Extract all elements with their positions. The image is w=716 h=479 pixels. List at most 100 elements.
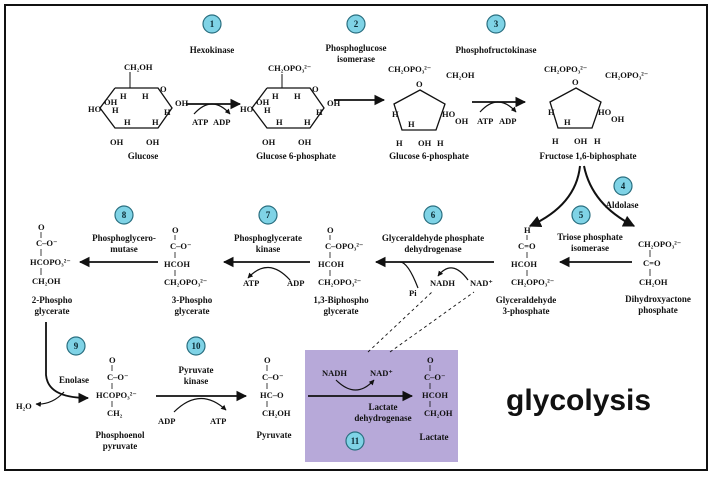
svg-text:C–OPO₃²⁻: C–OPO₃²⁻ — [325, 241, 363, 251]
svg-text:O: O — [572, 77, 579, 87]
label-3pg-1: 3-Phospho — [172, 295, 213, 305]
svg-text:H: H — [524, 225, 531, 235]
enzyme-enolase: Enolase — [59, 375, 89, 385]
svg-text:CH₂OH: CH₂OH — [124, 62, 153, 72]
svg-text:H: H — [408, 119, 415, 129]
svg-text:6: 6 — [431, 210, 436, 220]
svg-text:O: O — [327, 225, 334, 235]
svg-text:8: 8 — [122, 210, 127, 220]
cofactor-adp-3: ADP — [499, 116, 516, 126]
svg-text:CH₂OH: CH₂OH — [446, 70, 475, 80]
lactate-structure: O C–O⁻ HCOH CH₂OH — [422, 355, 453, 418]
pep-structure: O C–O⁻ HCOPO₃²⁻ CH₂ — [96, 355, 137, 418]
arrow-step-9 — [35, 322, 90, 407]
enzyme-pk-2: kinase — [184, 376, 209, 386]
cofactor-pi: Pi — [409, 288, 417, 298]
svg-text:CH₂OH: CH₂OH — [32, 276, 61, 286]
step-badge-10: 10 — [186, 336, 206, 356]
enzyme-pgm-2: mutase — [110, 244, 138, 254]
pyruvate-structure: O C–O⁻ HC–O CH₂OH — [260, 355, 291, 418]
svg-text:CH₂OH: CH₂OH — [639, 277, 668, 287]
svg-text:C–O⁻: C–O⁻ — [36, 238, 58, 248]
svg-text:HCOH: HCOH — [318, 259, 344, 269]
step-badge-7: 7 — [258, 205, 278, 225]
svg-text:CH₂OPO₃²⁻: CH₂OPO₃²⁻ — [268, 63, 311, 73]
step-badge-5: 5 — [571, 205, 591, 225]
label-fructose-16-biphosphate: Fructose 1,6-biphosphate — [539, 151, 636, 161]
svg-text:C=O: C=O — [518, 241, 536, 251]
enzyme-pgk-2: kinase — [256, 244, 281, 254]
label-dhap-1: Dihydroxyactone — [625, 294, 691, 304]
cofactor-atp-10: ATP — [210, 416, 226, 426]
svg-text:O: O — [416, 79, 423, 89]
svg-text:C–O⁻: C–O⁻ — [262, 372, 284, 382]
svg-text:OH: OH — [298, 137, 312, 147]
svg-text:H: H — [437, 138, 444, 148]
label-lactate: Lactate — [420, 432, 449, 442]
svg-text:H: H — [594, 136, 601, 146]
svg-text:4: 4 — [621, 181, 626, 191]
enzyme-tpi-2: isomerase — [571, 243, 609, 253]
label-gap-2: 3-phosphate — [502, 306, 549, 316]
diagram-frame — [4, 4, 708, 471]
arrow-step-3 — [472, 96, 527, 113]
2pg-structure: O C–O⁻ HCOPO₃²⁻ CH₂OH — [30, 222, 71, 286]
svg-text:O: O — [427, 355, 434, 365]
svg-text:CH₂OPO₃²⁻: CH₂OPO₃²⁻ — [318, 277, 361, 287]
svg-text:H: H — [304, 117, 311, 127]
svg-text:HC–O: HC–O — [260, 390, 284, 400]
svg-text:H: H — [316, 107, 323, 117]
glucose-6-phosphate-structure: CH₂OPO₃²⁻ H O H H H OH OH H OH HO H OH — [240, 63, 341, 147]
enzyme-aldolase: Aldolase — [605, 200, 638, 210]
svg-text:HCOPO₃²⁻: HCOPO₃²⁻ — [96, 390, 137, 400]
lactate-box — [305, 350, 458, 462]
svg-text:H: H — [552, 136, 559, 146]
svg-text:OH: OH — [146, 137, 160, 147]
svg-text:OH: OH — [110, 137, 124, 147]
svg-text:OH: OH — [104, 97, 118, 107]
enzyme-pgm-1: Phosphoglycero- — [92, 233, 156, 243]
svg-text:C–O⁻: C–O⁻ — [107, 372, 129, 382]
svg-text:O: O — [264, 355, 271, 365]
label-bpg-2: glycerate — [324, 306, 359, 316]
label-3pg-2: glycerate — [175, 306, 210, 316]
svg-text:H: H — [164, 107, 171, 117]
enzyme-tpi-1: Triose phosphate — [557, 232, 623, 242]
cofactor-nad-6: NAD⁺ — [470, 278, 493, 288]
step-badge-6: 6 — [423, 205, 443, 225]
svg-text:1: 1 — [210, 19, 215, 29]
page-title: glycolysis — [506, 384, 651, 417]
svg-text:OH: OH — [175, 98, 189, 108]
3pg-structure: O C–O⁻ HCOH CH₂OPO₃²⁻ — [164, 225, 207, 287]
svg-text:O: O — [160, 84, 167, 94]
enzyme-ldh-2: dehydrogenase — [354, 413, 411, 423]
enzyme-gapdh-2: dehydrogenase — [404, 244, 461, 254]
fructose-6-phosphate-structure: CH₂OPO₃²⁻ O CH₂OH H HO H OH H OH H — [388, 64, 475, 148]
svg-text:OH: OH — [611, 114, 625, 124]
step-badge-3: 3 — [486, 14, 506, 34]
svg-text:OH: OH — [455, 116, 469, 126]
glucose-structure: CH₂OH H O H H H OH OH H OH HO H OH — [88, 62, 189, 147]
label-glucose-6-phosphate: Glucose 6-phosphate — [256, 151, 336, 161]
svg-text:CH₂OPO₃²⁻: CH₂OPO₃²⁻ — [388, 64, 431, 74]
arrow-step-4 — [528, 165, 636, 227]
svg-text:CH₂: CH₂ — [107, 408, 123, 418]
svg-text:3: 3 — [494, 19, 499, 29]
svg-text:H: H — [392, 109, 399, 119]
svg-text:CH₂OPO₃²⁻: CH₂OPO₃²⁻ — [164, 277, 207, 287]
label-pep-2: pyruvate — [103, 441, 138, 451]
svg-text:CH₂OPO₃²⁻: CH₂OPO₃²⁻ — [511, 277, 554, 287]
svg-text:H: H — [564, 117, 571, 127]
step-badge-8: 8 — [114, 205, 134, 225]
step-badge-9: 9 — [66, 336, 86, 356]
svg-text:H: H — [112, 105, 119, 115]
svg-text:OH: OH — [418, 138, 432, 148]
nad-link — [389, 291, 475, 353]
svg-text:5: 5 — [579, 210, 584, 220]
cofactor-h2o: H₂O — [16, 401, 32, 411]
cofactor-adp-7: ADP — [287, 278, 304, 288]
step-badge-2: 2 — [346, 14, 366, 34]
enzyme-hexokinase: Hexokinase — [190, 45, 235, 55]
enzyme-pk-1: Pyruvate — [179, 365, 214, 375]
